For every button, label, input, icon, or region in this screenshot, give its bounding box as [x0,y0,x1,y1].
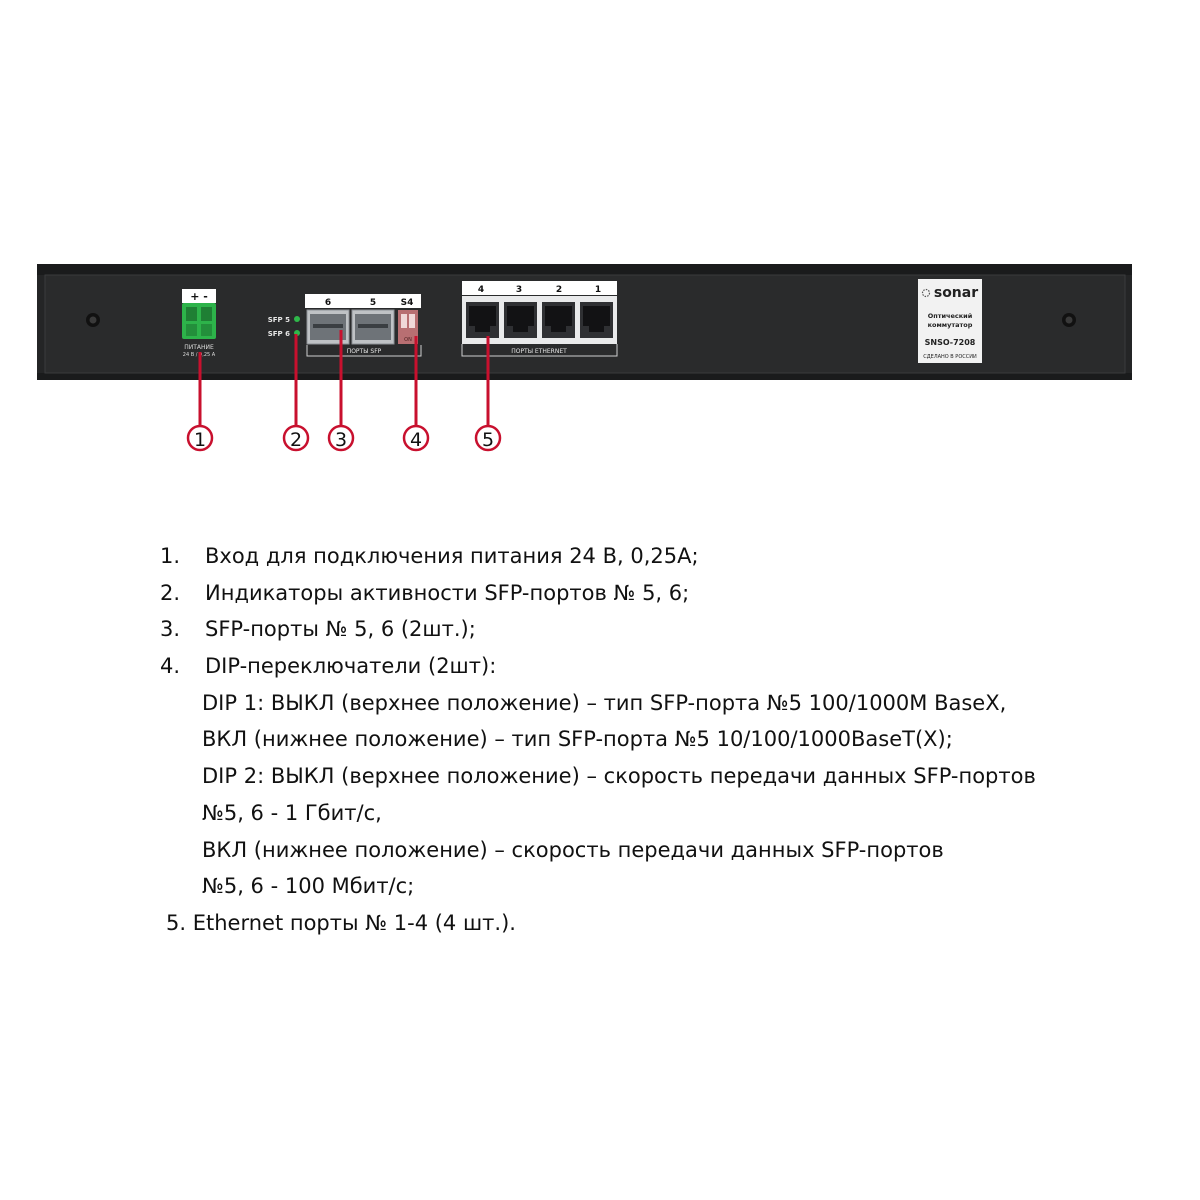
eth-port-number: 2 [556,285,562,295]
sfp-port-5-number: 5 [370,298,376,308]
sfp6-led-label: SFP 6 [268,330,290,338]
power-polarity-label: + - [190,290,208,303]
screw-right [1062,313,1076,327]
legend-list: 1. Вход для подключения питания 24 В, 0,… [0,538,1200,942]
ethernet-port-1 [580,302,613,338]
callout-4: 4 [402,424,430,452]
legend-item-text: Индикаторы активности SFP-портов № 5, 6; [205,580,690,605]
ethernet-port-4 [466,302,499,338]
sfp-port-5 [351,309,395,345]
dip-line-text: №5, 6 - 100 Мбит/с; [202,874,415,899]
ethernet-port-3 [504,302,537,338]
legend-item-text: Вход для подключения питания 24 В, 0,25А… [205,544,699,568]
dip-on-label: ON [404,337,412,343]
callout-number: 1 [194,429,206,451]
brand-logo: sonar [934,285,978,301]
made-in-label: СДЕЛАНО В РОССИИ [923,354,977,360]
legend-item-number: 1. [160,544,181,568]
dip-line: ВКЛ (нижнее положение) – тип SFP-порта №… [0,721,1200,758]
dip-line: №5, 6 - 1 Гбит/с, [0,795,1200,832]
legend-item-5-text: 5. Ethernet порты № 1-4 (4 шт.). [166,910,516,935]
eth-port-number: 1 [595,285,601,295]
legend-item-number: 4. [160,654,181,679]
sfp-leds: SFP 5 SFP 6 [268,316,300,338]
callout-1: 1 [186,424,214,452]
callout-number: 4 [410,429,422,451]
callout-3: 3 [327,424,355,452]
eth-port-number: 3 [516,285,522,295]
callout-lines [198,330,490,425]
legend-item-number: 3. [160,617,181,642]
model-number: SNSO-7208 [925,338,976,347]
legend-item-4: 4. DIP-переключатели (2шт): [0,648,1200,685]
dip-switch: ON [398,310,418,344]
legend-item-text: SFP-порты № 5, 6 (2шт.); [205,617,476,642]
dip-line: №5, 6 - 100 Мбит/с; [0,868,1200,905]
product-type-line-2: коммутатор [928,321,973,329]
dip-line-text: DIP 1: ВЫКЛ (верхнее положение) – тип SF… [202,690,1007,715]
screw-left [86,313,100,327]
legend-item-3: 3. SFP-порты № 5, 6 (2шт.); [0,611,1200,648]
dip-line-text: ВКЛ (нижнее положение) – скорость переда… [202,837,944,862]
callout-5: 5 [474,424,502,452]
sfp-port-6-number: 6 [325,298,331,308]
dip-line: DIP 2: ВЫКЛ (верхнее положение) – скорос… [0,758,1200,795]
product-type-line-1: Оптический [928,312,973,320]
sfp5-led-label: SFP 5 [268,316,290,324]
callout-2: 2 [282,424,310,452]
legend-item-5: 5. Ethernet порты № 1-4 (4 шт.). [0,905,1200,942]
power-terminal: + - ПИТАНИЕ 24 В / 0,25 А [182,289,216,358]
legend-item-text: DIP-переключатели (2шт): [205,654,497,679]
legend-item-1: 1. Вход для подключения питания 24 В, 0,… [0,538,1200,575]
product-label: sonar Оптический коммутатор SNSO-7208 СД… [918,279,982,363]
legend-item-2: 2. Индикаторы активности SFP-портов № 5,… [0,575,1200,612]
sfp5-led [294,316,300,322]
sfp-group-label: ПОРТЫ SFP [347,348,382,355]
ethernet-group-label: ПОРТЫ ETHERNET [511,348,567,355]
callout-number: 2 [290,429,302,451]
dip-line-text: №5, 6 - 1 Гбит/с, [202,800,382,825]
legend-item-number: 2. [160,580,181,605]
callout-number: 5 [482,429,494,451]
power-label: ПИТАНИЕ [184,344,214,351]
ethernet-port-2 [542,302,575,338]
callout-number: 3 [335,429,347,451]
switch-rear-panel-diagram: + - ПИТАНИЕ 24 В / 0,25 А SFP 5 SFP 6 6 … [37,264,1132,452]
sfp-port-6 [306,309,350,345]
dip-switch-label: S4 [401,298,414,308]
dip-line: DIP 1: ВЫКЛ (верхнее положение) – тип SF… [0,685,1200,722]
eth-port-number: 4 [478,285,484,295]
dip-line: ВКЛ (нижнее положение) – скорость переда… [0,832,1200,869]
dip-line-text: ВКЛ (нижнее положение) – тип SFP-порта №… [202,727,953,752]
dip-line-text: DIP 2: ВЫКЛ (верхнее положение) – скорос… [202,764,1036,789]
